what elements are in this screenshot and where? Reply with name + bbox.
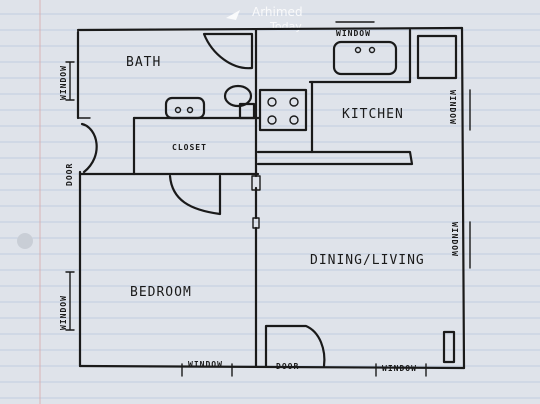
kitchen-sink-icon xyxy=(332,40,398,76)
window-mark-bedroom xyxy=(65,271,75,331)
window-mark-bath xyxy=(65,61,75,101)
faucet-knob xyxy=(186,106,194,114)
label-window-top: WINDOW xyxy=(336,29,371,38)
interior-walls xyxy=(77,28,414,368)
bedroom-door-swing-icon xyxy=(168,174,222,216)
faucet-knob xyxy=(354,46,362,54)
room-label-bath: BATH xyxy=(126,55,161,70)
bathroom-fixtures xyxy=(164,32,256,120)
burner-icon xyxy=(289,115,299,125)
stove-icon xyxy=(258,88,308,132)
kitchen-fixtures xyxy=(258,34,458,132)
doors xyxy=(80,122,456,368)
toilet-bowl-icon xyxy=(223,84,253,108)
label-window-living-right: WINDOW xyxy=(450,222,459,257)
kitchen-counter-island xyxy=(256,150,414,166)
toilet-tank-icon xyxy=(238,102,256,120)
exterior-walls xyxy=(76,26,466,370)
pocket-door-lower xyxy=(252,217,260,229)
label-window-bottom-right: WINDOW xyxy=(382,364,417,373)
bathtub-icon xyxy=(202,32,254,70)
wall-north xyxy=(76,26,464,32)
entry-door-swing-icon xyxy=(80,122,98,174)
wall-east xyxy=(460,26,466,370)
room-label-dining-living: DINING/LIVING xyxy=(310,253,425,268)
faucet-knob xyxy=(174,106,182,114)
burner-icon xyxy=(267,97,277,107)
watermark-sub: Today xyxy=(269,20,302,33)
bottom-door-swing-icon xyxy=(264,324,326,368)
faucet-knob xyxy=(368,46,376,54)
watermark-name: Arhimed xyxy=(252,5,303,19)
label-window-bedroom-left: WINDOW xyxy=(59,295,68,330)
window-mark-bottom-right xyxy=(375,363,427,377)
kitchen-counter-top xyxy=(308,28,412,84)
burner-icon xyxy=(289,97,299,107)
ruled-lines xyxy=(0,13,540,399)
label-window-kitchen-right: WINDOW xyxy=(448,90,457,125)
room-label-kitchen: KITCHEN xyxy=(342,107,404,122)
refrigerator-icon xyxy=(416,34,458,80)
burner-icon xyxy=(267,115,277,125)
wall-cabinet-icon xyxy=(442,330,456,364)
pocket-door-upper xyxy=(251,175,261,191)
label-door-bottom: DOOR xyxy=(276,362,299,371)
watermark-logo-icon xyxy=(226,10,240,20)
label-window-bath: WINDOW xyxy=(59,65,68,100)
label-window-bottom-left: WINDOW xyxy=(188,360,223,369)
room-label-bedroom: BEDROOM xyxy=(130,285,192,300)
room-label-closet: CLOSET xyxy=(172,143,207,152)
window-marks xyxy=(65,21,471,377)
label-door-left: DOOR xyxy=(65,163,74,186)
bath-sink-icon xyxy=(164,96,206,120)
wall-south xyxy=(78,364,466,370)
window-mark-bottom-left xyxy=(181,363,233,377)
punch-hole xyxy=(17,233,33,249)
